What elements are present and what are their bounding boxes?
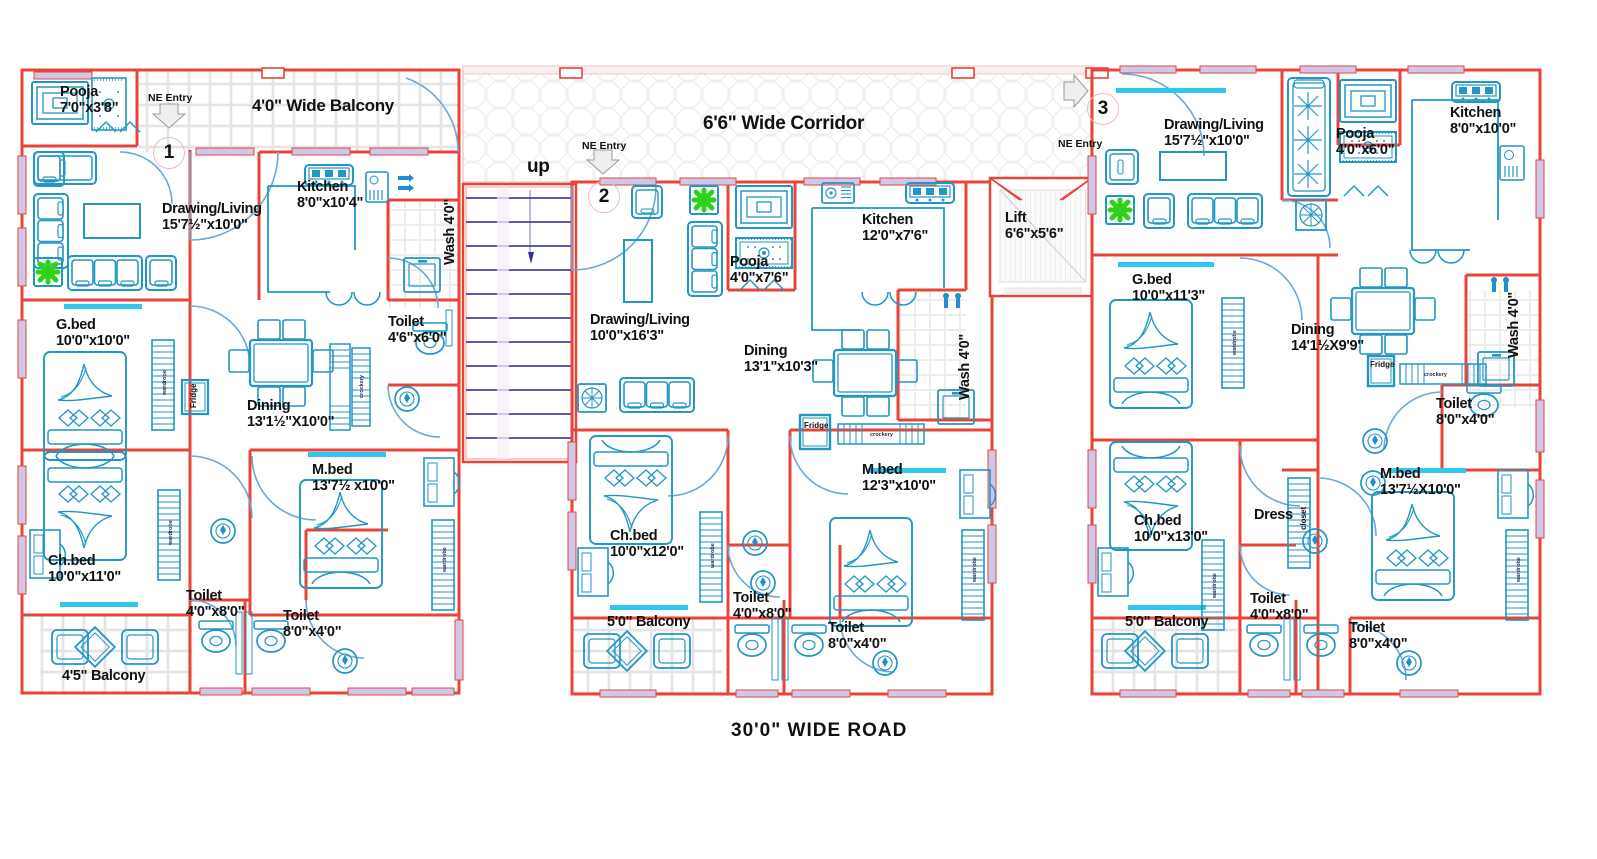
room-label-dress-3: Dress [1254,507,1293,523]
unit-number-3[interactable]: 3 [1087,93,1119,125]
balcony-label-bottom-1: 4'5" Balcony [62,668,146,684]
room-label-wash-1: Wash 4'0" [442,199,458,265]
corridor-label: 6'6" Wide Corridor [703,113,865,134]
crockery-label-2: crockery [870,432,893,438]
unit-2-group [567,176,1094,698]
wardrobe-label-2b: wardrobe [972,557,978,582]
wardrobe-label-3a: wardrobe [1232,330,1238,355]
balcony-label-bottom-2: 5'0" Balcony [607,614,691,630]
closet-label-3: closet [1299,506,1308,530]
balcony-label-top-1: 4'0" Wide Balcony [252,96,394,115]
crockery-label-1: crockery [359,375,365,398]
fridge-label-3: Fridge [1370,360,1395,369]
unit-1-group [17,67,464,696]
wardrobe-label-3b: wardrobe [1212,573,1218,598]
ne-entry-arrows [151,73,1089,175]
room-label-wash-2: Wash 4'0" [957,334,973,400]
room-label-wash-3: Wash 4'0" [1506,292,1522,358]
road-label: 30'0" WIDE ROAD [731,720,908,741]
ne-entry-label-3: NE Entry [1058,138,1103,150]
wardrobe-label-2a: wardrobe [710,543,716,568]
corridor-group [462,65,1109,183]
wardrobe-label-1b: wardrobe [168,520,174,545]
wardrobe-label-1c: wardrobe [442,547,448,572]
wardrobe-label-3c: wardrobe [1516,557,1522,582]
unit-number-1[interactable]: 1 [153,137,185,169]
fridge-label-1: Fridge [189,383,198,408]
unit-number-2[interactable]: 2 [588,181,620,213]
ne-entry-label-2: NE Entry [582,140,627,152]
balcony-label-bottom-3: 5'0" Balcony [1125,614,1209,630]
stair-up-label: up [527,156,550,177]
crockery-label-3: crockery [1424,372,1447,378]
unit-3-group [1087,65,1545,698]
ne-entry-label-1: NE Entry [148,92,193,104]
wardrobe-label-1a: wardrobe [162,370,168,395]
staircase-group [461,182,578,464]
fridge-label-2: Fridge [804,421,829,430]
